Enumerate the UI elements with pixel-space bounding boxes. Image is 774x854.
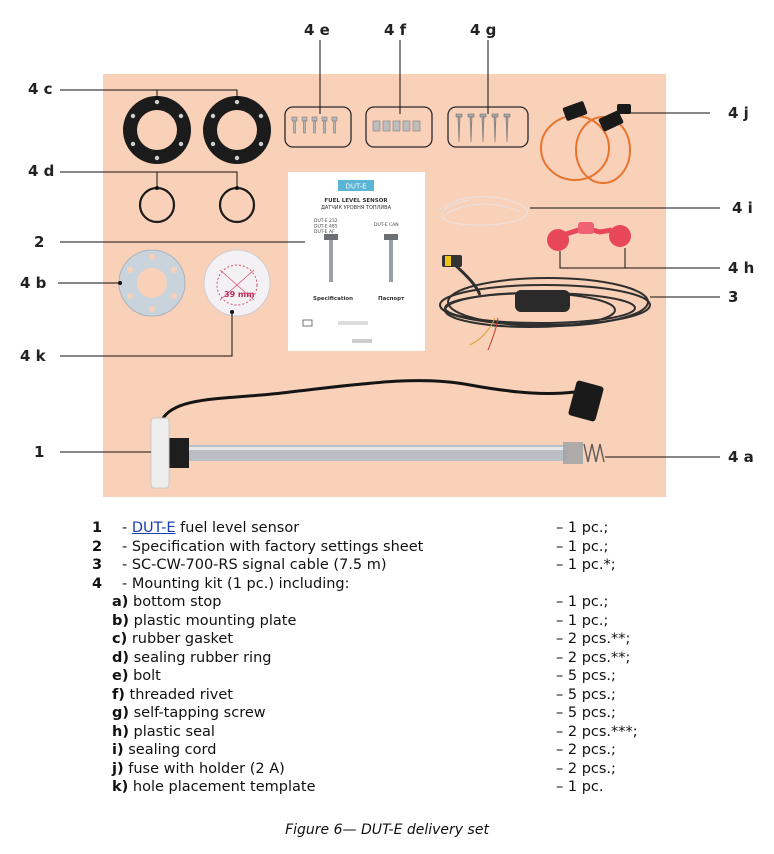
callout-4e: 4 e [304, 21, 330, 39]
item-letter: i) [112, 742, 124, 758]
item-quantity: – 1 pc.; [556, 538, 609, 555]
mounting-plate-image [118, 249, 186, 317]
rubber-gasket-image [123, 96, 271, 164]
sheet-label-right: Паспорт [378, 296, 405, 302]
item-description: - Mounting kit (1 pc.) including: [122, 575, 350, 592]
list-item: 1 - DUT-E fuel level sensor – 1 pc.; [0, 520, 774, 538]
sheet-label-left: Specification [313, 296, 353, 302]
signal-cable-image [439, 255, 651, 351]
sub-list-item: c) rubber gasket – 2 pcs.**; [0, 631, 774, 649]
sub-list-item: d) sealing rubber ring – 2 pcs.**; [0, 650, 774, 668]
item-letter: j) [112, 760, 124, 777]
item-description: - Specification with factory settings sh… [122, 538, 424, 555]
dut-e-link[interactable]: DUT-E [131, 520, 176, 536]
item-letter: g) [112, 705, 130, 721]
item-description: plastic mounting plate [129, 612, 297, 629]
sheet-subtitle: ДАТЧИК УРОВНЯ ТОПЛИВА [321, 205, 392, 211]
item-number: 4 [92, 575, 103, 592]
callout-4i: 4 i [732, 199, 753, 217]
list-item: 2 - Specification with factory settings … [0, 539, 774, 557]
fuel-level-sensor-image [150, 379, 605, 489]
callout-4j: 4 j [728, 104, 749, 122]
fuse-holder-image [540, 101, 631, 184]
callout-4h: 4 h [728, 259, 754, 277]
plastic-seal-image [547, 222, 631, 251]
item-description: bottom stop [128, 594, 222, 610]
sheet-models-right: DUT-E CAN [374, 222, 399, 228]
item-quantity: – 1 pc.; [556, 520, 609, 536]
callout-4b: 4 b [20, 274, 47, 292]
item-quantity: – 5 pcs.; [556, 705, 616, 721]
item-quantity: – 5 pcs.; [556, 668, 616, 684]
item-quantity: – 1 pc.; [556, 594, 609, 610]
item-description: threaded rivet [124, 686, 233, 703]
item-quantity: – 1 pc.*; [556, 557, 616, 573]
item-quantity: – 2 pcs.; [556, 742, 616, 758]
callout-4a: 4 a [728, 448, 754, 466]
item-letter: c) [112, 631, 128, 647]
sub-list-item: g) self-tapping screw – 5 pcs.; [0, 705, 774, 723]
item-quantity: – 2 pcs.**; [556, 631, 631, 647]
list-item: 3 - SC-CW-700-RS signal cable (7.5 m) – … [0, 557, 774, 575]
specification-sheet-image: DUT-E FUEL LEVEL SENSOR ДАТЧИК УРОВНЯ ТО… [288, 172, 425, 351]
item-letter: f) [112, 686, 125, 703]
list-item: 4 - Mounting kit (1 pc.) including: [0, 576, 774, 594]
figure-caption: Figure 6— DUT-E delivery set [285, 822, 489, 838]
item-letter: b) [112, 612, 130, 629]
item-description: sealing cord [123, 742, 217, 758]
item-quantity: – 1 pc. [556, 779, 604, 795]
leader-lines [58, 40, 720, 458]
item-description: - SC-CW-700-RS signal cable (7.5 m) [122, 557, 387, 573]
sealing-cord-image [439, 196, 528, 226]
item-description: fuse with holder (2 A) [123, 760, 285, 777]
callout-4f: 4 f [384, 21, 407, 39]
sub-list-item: j) fuse with holder (2 A) – 2 pcs.; [0, 761, 774, 779]
sheet-badge: DUT-E [345, 183, 366, 191]
bolt-image [284, 106, 352, 148]
item-letter: d) [112, 649, 130, 666]
sub-list-item: b) plastic mounting plate – 1 pc.; [0, 613, 774, 631]
item-description: rubber gasket [127, 631, 234, 647]
item-description: bolt [128, 668, 161, 684]
item-description: sealing rubber ring [129, 649, 272, 666]
sub-list-item: i) sealing cord – 2 pcs.; [0, 742, 774, 760]
item-letter: h) [112, 723, 129, 740]
callout-4k: 4 k [20, 347, 47, 365]
item-quantity: – 5 pcs.; [556, 686, 616, 703]
item-description: hole placement template [128, 779, 316, 795]
item-quantity: – 2 pcs.***; [556, 723, 638, 740]
item-number: 3 [92, 557, 103, 573]
callout-2: 2 [34, 233, 44, 251]
leader-dots [118, 96, 239, 314]
sheet-title: FUEL LEVEL SENSOR [324, 198, 388, 204]
item-description: self-tapping screw [129, 705, 266, 721]
sub-list-item: f) threaded rivet – 5 pcs.; [0, 687, 774, 705]
item-letter: e) [112, 668, 129, 684]
callout-1: 1 [34, 443, 44, 461]
item-letter: a) [112, 594, 129, 610]
delivery-set-photo: 39 mm DUT-E FUEL LEVEL SENSOR ДАТЧИК УРО… [20, 21, 754, 497]
item-quantity: – 1 pc.; [556, 612, 609, 629]
item-number: 2 [92, 538, 103, 555]
hole-template-image: 39 mm [203, 249, 271, 317]
item-description: - DUT-E fuel level sensor [122, 520, 300, 536]
item-quantity: – 2 pcs.**; [556, 649, 631, 666]
threaded-rivet-image [365, 106, 433, 148]
callout-4c: 4 c [28, 80, 53, 98]
callout-4d: 4 d [28, 162, 54, 180]
item-number: 1 [92, 520, 103, 536]
sub-list-item: e) bolt – 5 pcs.; [0, 668, 774, 686]
item-letter: k) [112, 779, 129, 795]
sub-list-item: a) bottom stop – 1 pc.; [0, 594, 774, 612]
item-description: plastic seal [128, 723, 215, 740]
sub-list-item: h) plastic seal – 2 pcs.***; [0, 724, 774, 742]
sub-list-item: k) hole placement template – 1 pc. [0, 779, 774, 797]
callout-3: 3 [728, 288, 738, 306]
item-quantity: – 2 pcs.; [556, 760, 616, 777]
template-label: 39 mm [224, 290, 255, 299]
callout-4g: 4 g [470, 21, 496, 39]
